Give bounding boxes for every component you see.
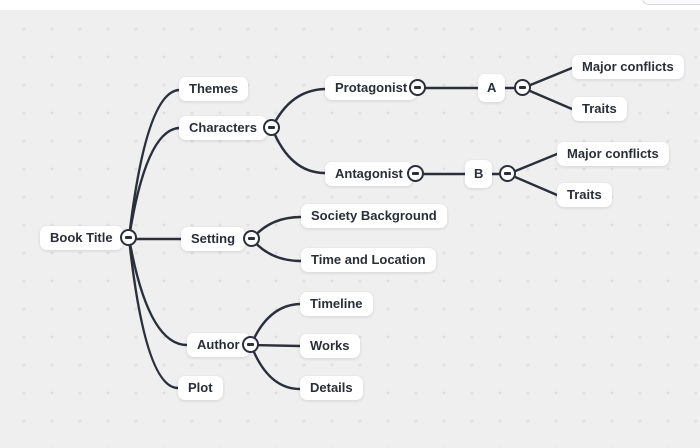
collapse-button-protagonist[interactable] [409, 79, 426, 96]
node-a[interactable]: A [478, 74, 506, 102]
collapse-button-book-title[interactable] [120, 229, 137, 246]
node-major-conflicts-b[interactable]: Major conflicts [557, 142, 669, 166]
node-traits-b[interactable]: Traits [557, 183, 612, 207]
minus-icon [412, 172, 419, 175]
node-themes[interactable]: Themes [179, 77, 249, 101]
collapse-button-b[interactable] [499, 165, 516, 182]
node-works[interactable]: Works [300, 334, 360, 358]
node-book-title[interactable]: Book Title [40, 226, 123, 250]
node-antagonist[interactable]: Antagonist [325, 162, 413, 186]
node-society-background[interactable]: Society Background [301, 204, 447, 228]
node-plot[interactable]: Plot [178, 376, 223, 400]
node-setting[interactable]: Setting [181, 227, 246, 251]
node-characters[interactable]: Characters [179, 116, 267, 140]
top-bar [0, 0, 700, 10]
node-major-conflicts-a[interactable]: Major conflicts [572, 55, 684, 79]
minus-icon [268, 126, 275, 129]
minus-icon [519, 86, 526, 89]
collapse-button-characters[interactable] [263, 119, 280, 136]
collapse-button-author[interactable] [242, 336, 259, 353]
minus-icon [414, 86, 421, 89]
node-protagonist[interactable]: Protagonist [325, 76, 418, 100]
node-timeline[interactable]: Timeline [300, 292, 373, 316]
minus-icon [248, 237, 255, 240]
node-details[interactable]: Details [300, 376, 363, 400]
node-traits-a[interactable]: Traits [572, 97, 627, 121]
minus-icon [247, 343, 254, 346]
toolbar-control-partial[interactable] [642, 0, 700, 5]
collapse-button-a[interactable] [514, 79, 531, 96]
collapse-button-setting[interactable] [243, 230, 260, 247]
node-author[interactable]: Author [187, 333, 250, 357]
minus-icon [504, 172, 511, 175]
minus-icon [125, 236, 132, 239]
collapse-button-antagonist[interactable] [407, 165, 424, 182]
node-time-and-location[interactable]: Time and Location [301, 248, 436, 272]
node-b[interactable]: B [465, 160, 493, 188]
